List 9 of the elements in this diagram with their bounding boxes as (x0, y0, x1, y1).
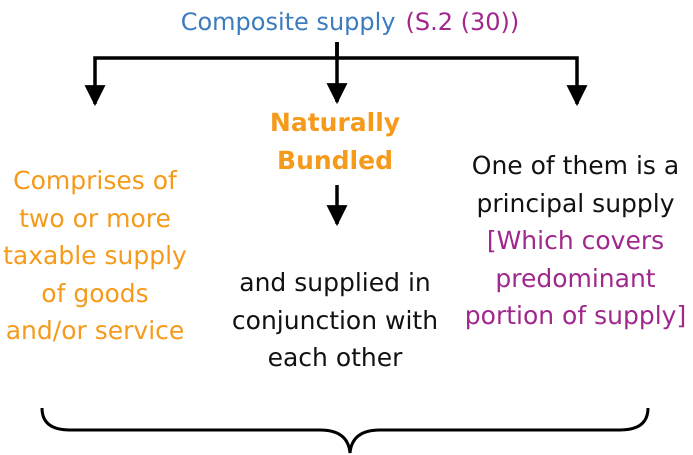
node-text: One of them is a principal supply (470, 150, 680, 220)
arrow (326, 185, 348, 226)
node-text: and supplied in conjunction with each other (230, 267, 440, 374)
title-text: Composite supply (180, 7, 396, 38)
arrow (335, 42, 588, 106)
node-text: Naturally Bundled (268, 107, 402, 176)
node-text: Comprises of two or more taxable supply of goods and/or service (2, 165, 188, 348)
node-text: [Which covers predominant portion of supply] (464, 225, 688, 332)
title-text: (S.2 (30)) (406, 7, 520, 38)
